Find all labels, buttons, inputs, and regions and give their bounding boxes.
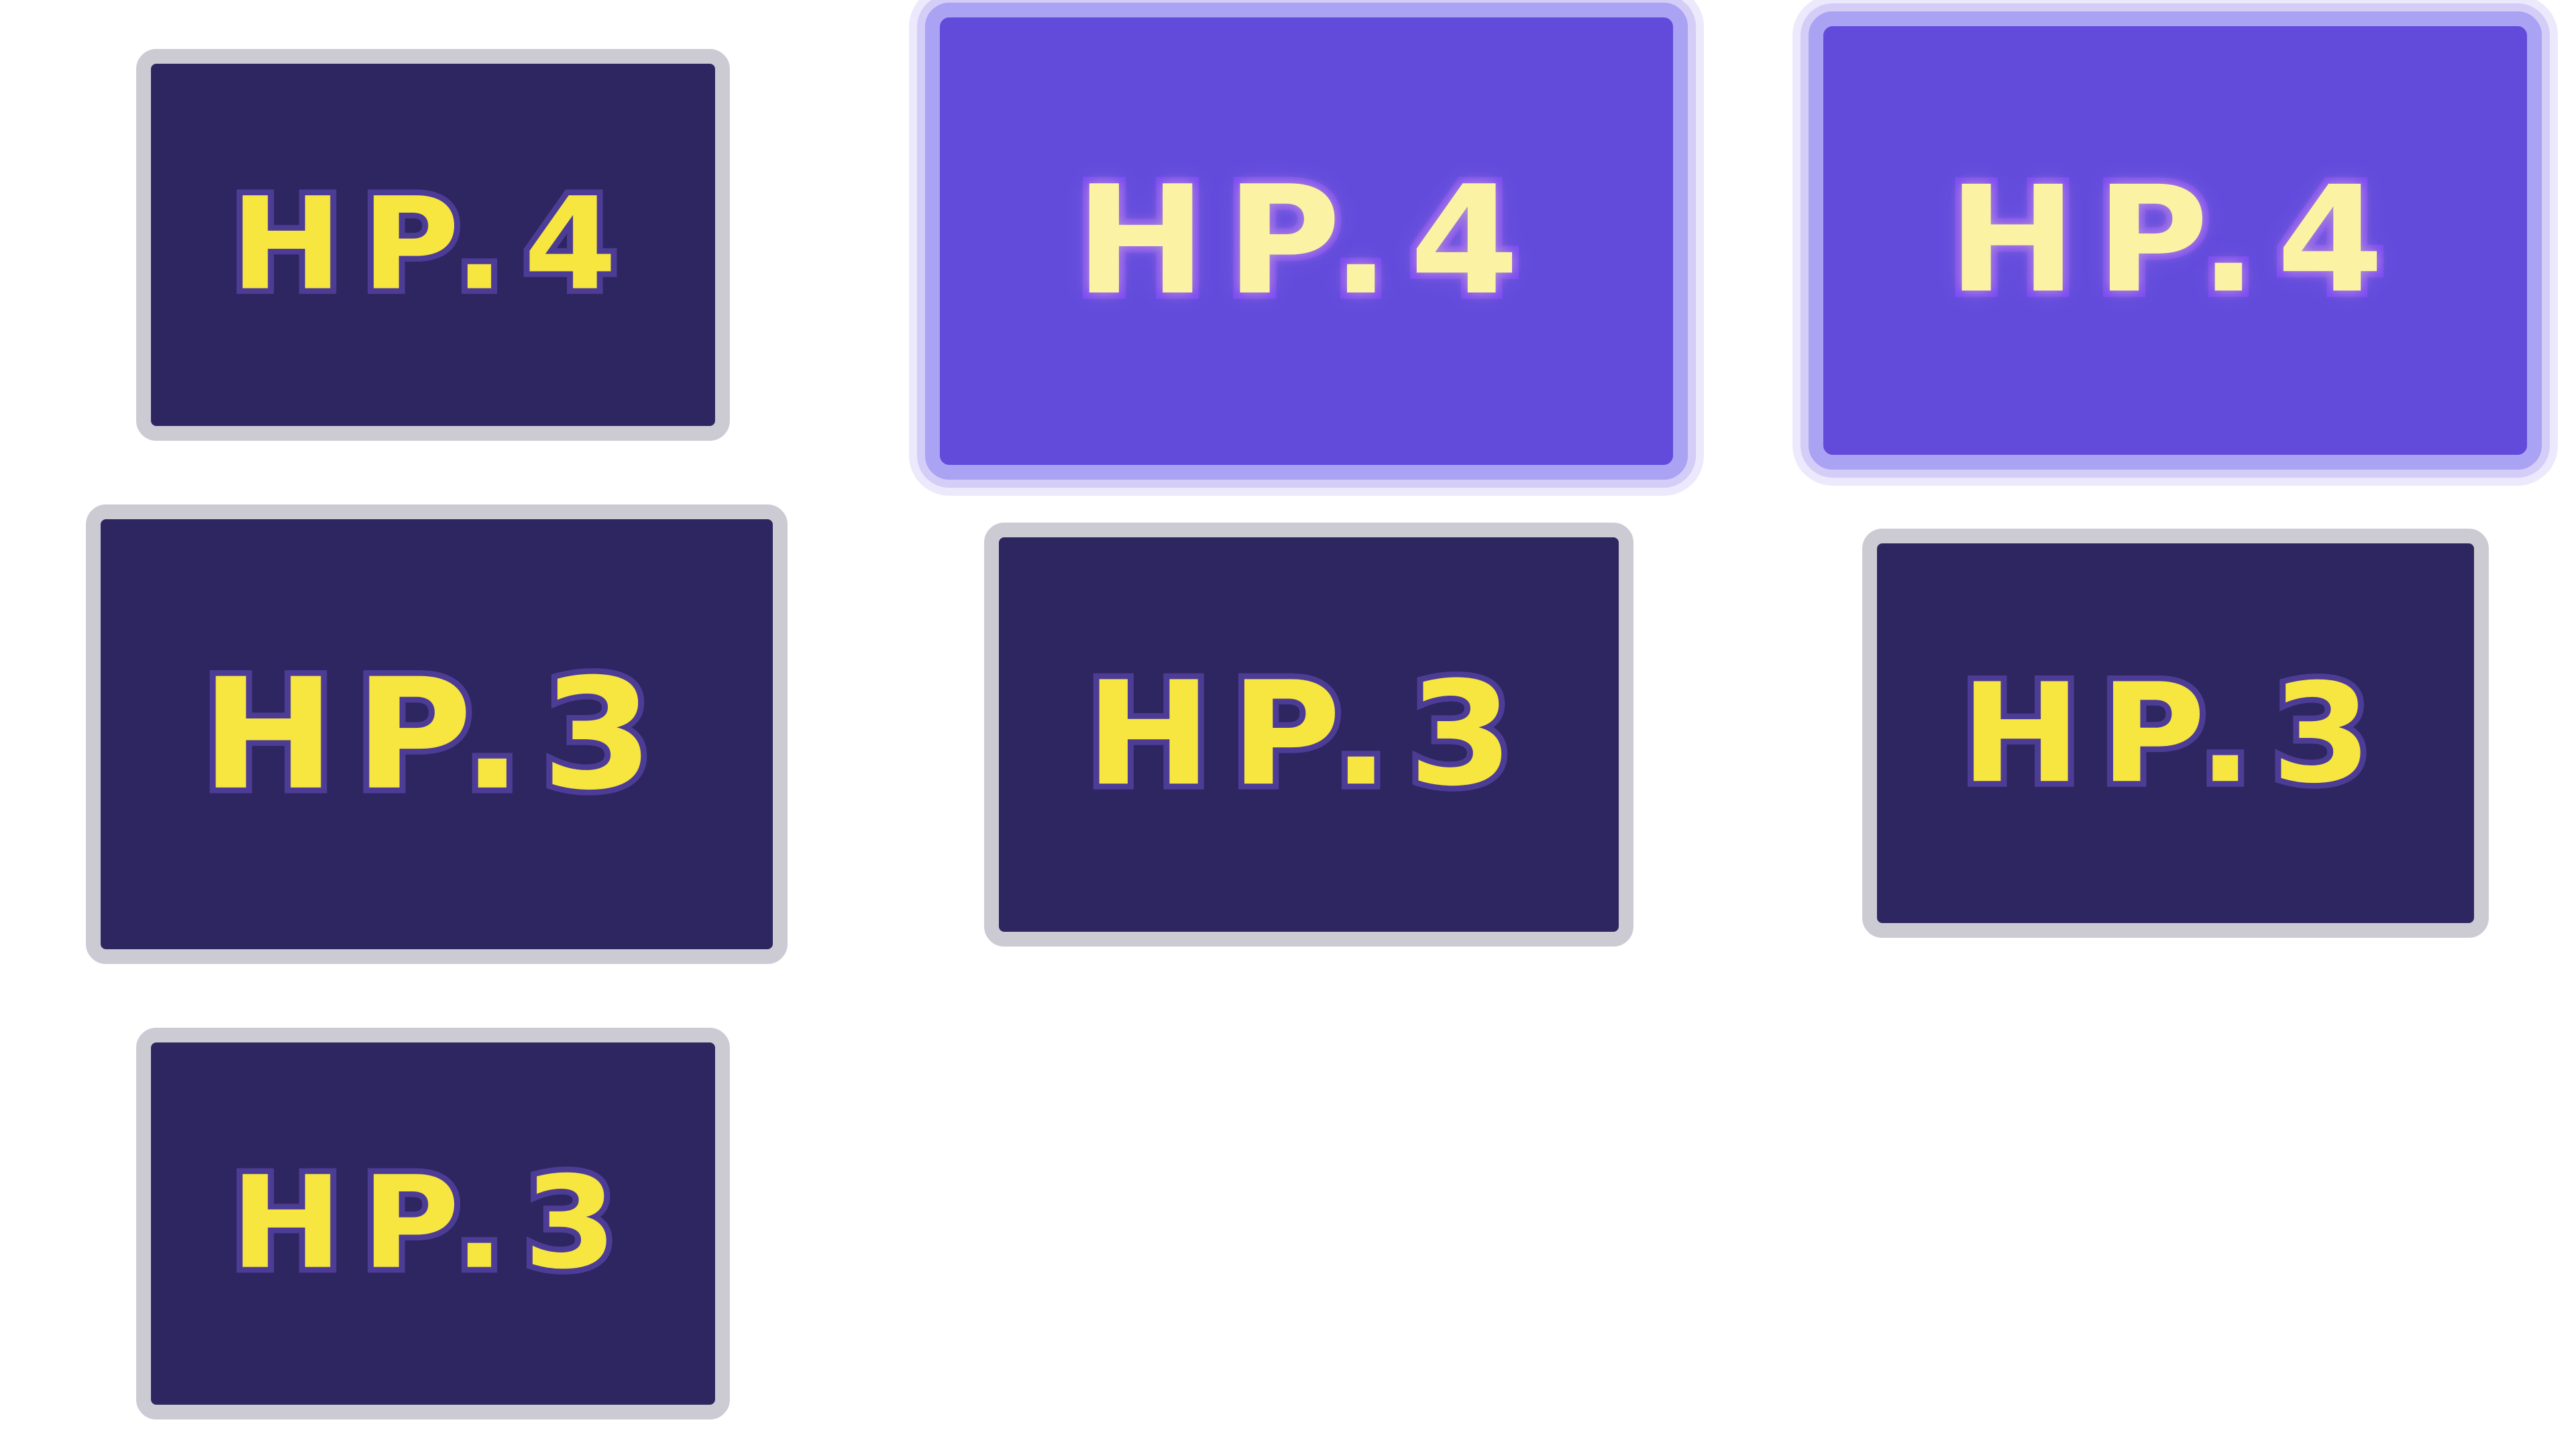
hp-card-7[interactable]: HP.3 xyxy=(136,1028,730,1419)
hp-card-label: HP.3 xyxy=(1954,653,2391,814)
hp-card-label: HP.3 xyxy=(224,1148,636,1298)
hp-card-label: HP.3 xyxy=(195,645,673,824)
hp-card-label: HP.3 xyxy=(1079,651,1532,818)
hp-card-label: HP.4 xyxy=(1941,155,2403,325)
hp-card-1[interactable]: HP.4 xyxy=(136,49,730,441)
hp-card-label: HP.4 xyxy=(224,170,636,319)
hp-card-3-highlighted[interactable]: HP.4 xyxy=(1809,11,2542,470)
hp-card-5[interactable]: HP.3 xyxy=(984,523,1633,947)
hp-card-6[interactable]: HP.3 xyxy=(1862,529,2489,938)
hp-card-label: HP.4 xyxy=(1068,154,1538,329)
hp-card-4[interactable]: HP.3 xyxy=(86,504,788,964)
hp-card-2-highlighted[interactable]: HP.4 xyxy=(925,3,1688,480)
